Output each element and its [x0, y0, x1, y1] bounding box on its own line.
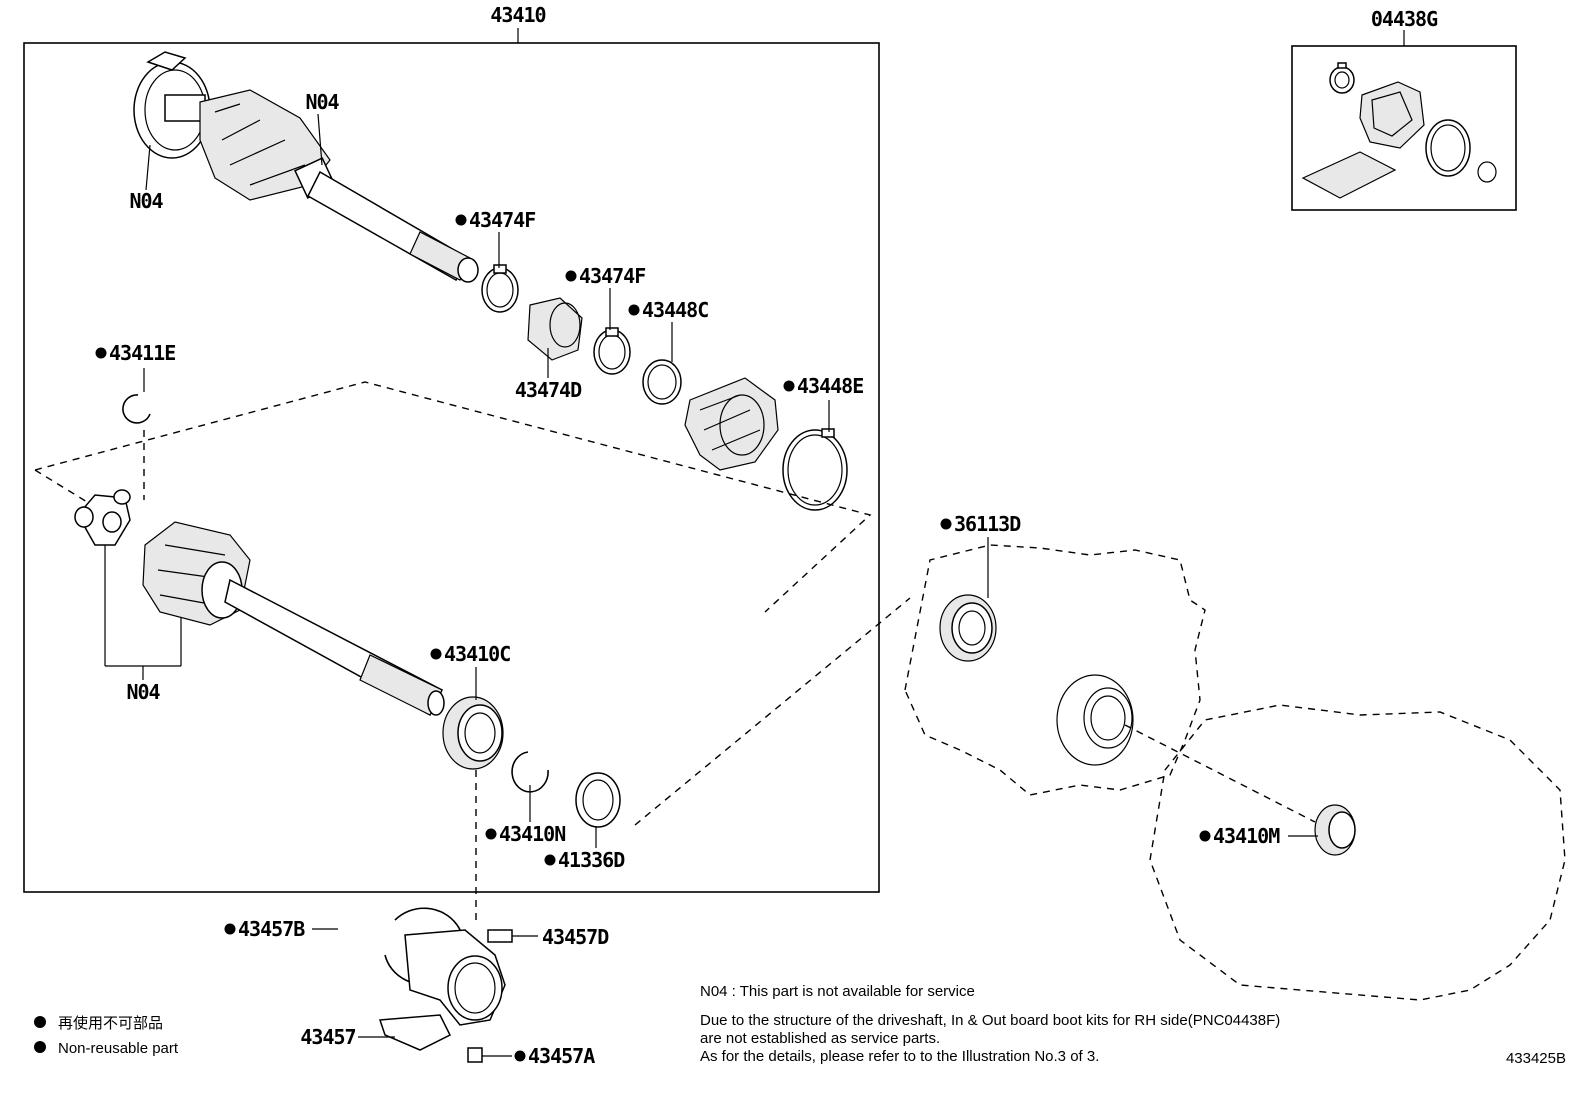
- legend-dot-jp: [34, 1016, 46, 1028]
- legend-dot-en: [34, 1041, 46, 1053]
- n04-label-bottom[interactable]: N04: [126, 680, 161, 704]
- housing-outline: [1149, 704, 1566, 1001]
- outboard-joint: [133, 51, 479, 283]
- assembly-label[interactable]: 43410: [490, 3, 546, 27]
- clamp-43448e[interactable]: [782, 429, 848, 511]
- label-43457b[interactable]: 43457B: [238, 917, 306, 941]
- bolt-43457d[interactable]: [487, 929, 513, 943]
- bracket-43457[interactable]: [378, 929, 506, 1051]
- label-43474f-1[interactable]: 43474F: [469, 208, 536, 232]
- bolt-43457a[interactable]: [467, 1047, 483, 1063]
- legend-en: Non-reusable part: [58, 1040, 179, 1057]
- kit-contents: [1301, 62, 1497, 199]
- kit-label[interactable]: 04438G: [1371, 7, 1439, 31]
- tripod: [74, 489, 131, 546]
- assembly-frame: [23, 42, 880, 893]
- label-43457[interactable]: 43457: [300, 1025, 356, 1049]
- label-41336d[interactable]: 41336D: [558, 848, 626, 872]
- label-43410m[interactable]: 43410M: [1213, 824, 1281, 848]
- legend-jp: 再使用不可部品: [58, 1015, 163, 1032]
- snap-ring-43410n[interactable]: [511, 751, 549, 793]
- transaxle-case: [904, 544, 1206, 796]
- n04-label-left[interactable]: N04: [129, 189, 164, 213]
- label-36113d[interactable]: 36113D: [954, 512, 1022, 536]
- boot-43474d[interactable]: [527, 297, 583, 361]
- label-43410n[interactable]: 43410N: [499, 822, 566, 846]
- label-43474f-2[interactable]: 43474F: [579, 264, 646, 288]
- note-line-3: As for the details, please refer to to t…: [700, 1048, 1099, 1065]
- label-43448c[interactable]: 43448C: [642, 298, 709, 322]
- diagram-id: 433425B: [1506, 1050, 1566, 1067]
- label-43474d[interactable]: 43474D: [515, 378, 583, 402]
- inboard-shaft: [142, 521, 445, 717]
- note-line-1: Due to the structure of the driveshaft, …: [700, 1012, 1280, 1029]
- n04-label-top[interactable]: N04: [305, 90, 340, 114]
- snap-ring-43411e[interactable]: [122, 394, 151, 424]
- note-line-2: are not established as service parts.: [700, 1030, 940, 1047]
- note-n04: N04 : This part is not available for ser…: [700, 983, 975, 1000]
- label-43457a[interactable]: 43457A: [528, 1044, 596, 1068]
- label-43410c[interactable]: 43410C: [444, 642, 511, 666]
- clamp-43448c[interactable]: [642, 359, 682, 405]
- label-43457d[interactable]: 43457D: [542, 925, 610, 949]
- label-43411e[interactable]: 43411E: [109, 341, 176, 365]
- label-43448e[interactable]: 43448E: [797, 374, 864, 398]
